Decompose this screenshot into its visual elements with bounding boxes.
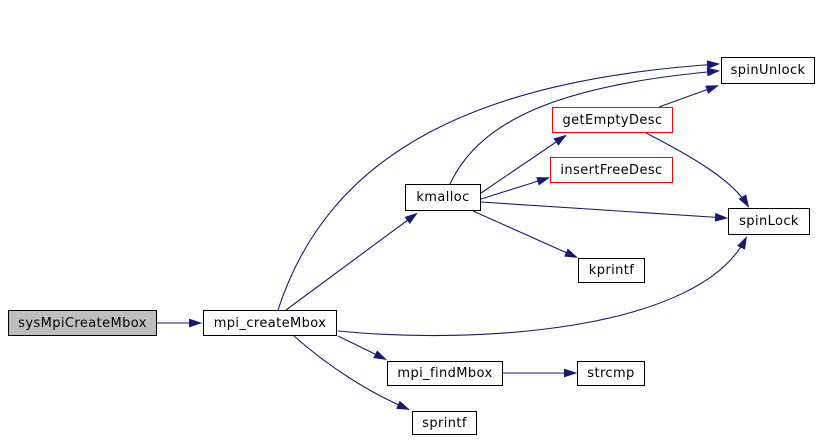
node-label: sprintf	[422, 415, 467, 431]
node-label: getEmptyDesc	[562, 112, 663, 128]
node-label: spinLock	[739, 214, 799, 229]
node-label: strcmp	[587, 366, 635, 381]
node-mpi_findMbox[interactable]: mpi_findMbox	[387, 361, 503, 386]
node-label: sysMpiCreateMbox	[18, 315, 147, 331]
edge-mpi_createMbox-to-mpi_findMbox	[337, 335, 387, 360]
node-mpi_createMbox[interactable]: mpi_createMbox	[203, 310, 337, 336]
edge-getEmptyDesc-to-spinLock	[645, 132, 750, 208]
node-label: spinUnlock	[730, 63, 806, 78]
node-label: kmalloc	[416, 190, 470, 205]
node-strcmp[interactable]: strcmp	[577, 361, 645, 386]
edge-kmalloc-to-spinUnlock	[449, 67, 721, 185]
node-insertFreeDesc[interactable]: insertFreeDesc	[550, 157, 673, 183]
edge-mpi_createMbox-to-sprintf	[293, 335, 411, 410]
node-label: insertFreeDesc	[560, 162, 663, 178]
edge-mpi_createMbox-to-spinLock	[337, 236, 747, 337]
edge-mpi_createMbox-to-kmalloc	[285, 212, 418, 311]
edge-kmalloc-to-getEmptyDesc	[480, 134, 567, 194]
edge-getEmptyDesc-to-spinUnlock	[658, 85, 720, 108]
node-spinUnlock[interactable]: spinUnlock	[721, 57, 815, 84]
node-kprintf[interactable]: kprintf	[578, 258, 645, 283]
node-label: mpi_createMbox	[213, 315, 327, 331]
node-sysMpiCreateMbox: sysMpiCreateMbox	[8, 310, 157, 336]
node-label: kprintf	[588, 263, 635, 278]
node-label: mpi_findMbox	[397, 366, 493, 381]
node-getEmptyDesc[interactable]: getEmptyDesc	[552, 107, 673, 133]
edge-kmalloc-to-kprintf	[472, 210, 579, 258]
node-kmalloc[interactable]: kmalloc	[405, 184, 481, 211]
edge-kmalloc-to-spinLock	[480, 201, 729, 222]
edge-mpi_createMbox-to-spinUnlock	[277, 60, 721, 311]
node-sprintf[interactable]: sprintf	[412, 411, 477, 435]
edge-kmalloc-to-insertFreeDesc	[480, 177, 551, 200]
node-spinLock[interactable]: spinLock	[728, 208, 810, 235]
